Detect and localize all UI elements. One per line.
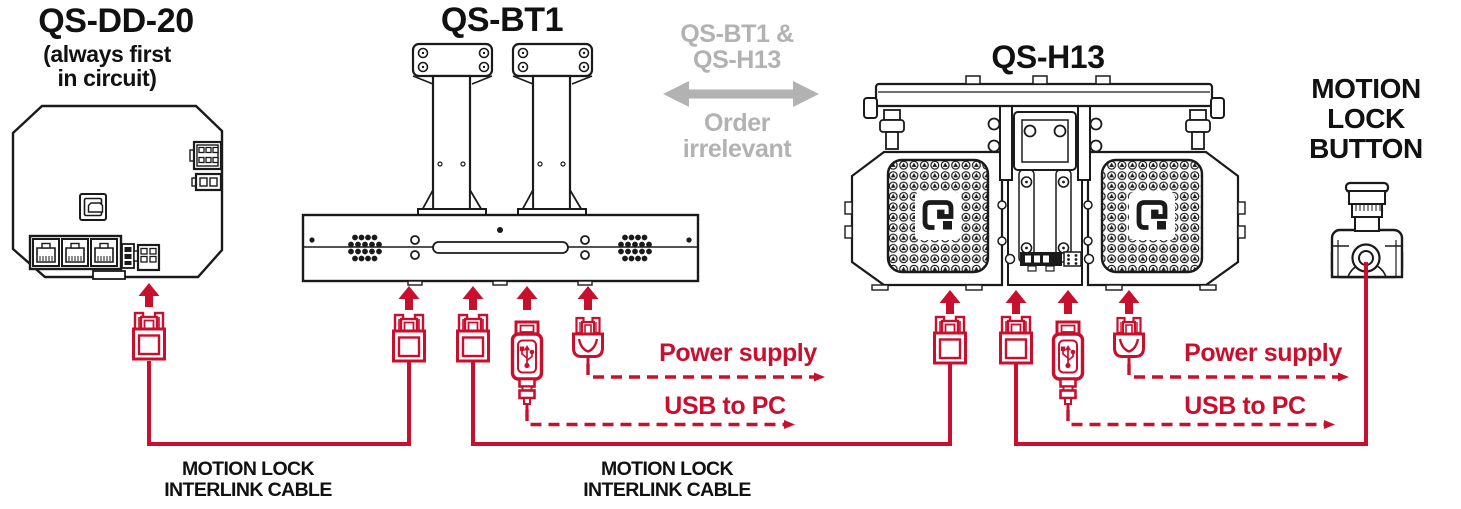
order-irrelevant-double-arrow-icon <box>663 81 819 107</box>
aux-connector <box>121 243 135 269</box>
connection-arrow-icon <box>462 286 484 310</box>
h13-left-grille <box>886 158 990 274</box>
interlink-plug-icon <box>999 315 1033 365</box>
interlink-cable-label-2: MOTION LOCK INTERLINK CABLE <box>517 459 817 500</box>
order-note-devices-line1: QS-BT1 & <box>680 20 794 48</box>
connection-arrow-icon <box>1118 290 1140 314</box>
power-supply-dashed-arrow-2 <box>1127 364 1349 382</box>
motion-lock-button-drawing <box>1330 181 1404 279</box>
qs-h13-device-drawing <box>844 75 1246 291</box>
interlink-plug-icon <box>132 311 166 361</box>
connection-arrow-icon <box>1005 290 1027 314</box>
motion-lock-button-title: MOTION LOCK BUTTON <box>1216 74 1461 164</box>
usb-to-pc-label-2: USB to PC <box>1184 392 1306 420</box>
motion-lock-interlink-cable-1-line <box>147 361 411 446</box>
interlink-plug-icon <box>456 313 490 363</box>
interlink-cable-label-1-line2: INTERLINK CABLE <box>164 478 332 501</box>
rj45-port-row <box>28 234 123 271</box>
qs-dd-20-device-drawing <box>11 104 224 280</box>
usb-to-pc-label-1: USB to PC <box>664 392 786 420</box>
connection-arrows <box>138 283 1140 314</box>
h13-top-bar <box>874 82 1214 108</box>
order-note-line1: Order <box>703 109 771 137</box>
qs-h13-title: QS-H13 <box>991 39 1105 75</box>
bt1-left-pedal-tower <box>411 42 494 218</box>
connection-arrow-icon <box>1057 290 1079 314</box>
qs-dd-20-subtitle: (always first in circuit) <box>0 42 257 90</box>
usb-plug-icon <box>1051 320 1085 420</box>
connector-2pin <box>191 172 223 192</box>
bt1-handle-slot <box>432 241 569 254</box>
mlb-cap <box>1348 190 1386 205</box>
motion-lock-button-title-line1: MOTION <box>1311 73 1421 104</box>
order-note-text: Order irrelevant <box>587 110 887 162</box>
interlink-cable-label-2-line2: INTERLINK CABLE <box>583 478 751 501</box>
order-note-devices: QS-BT1 & QS-H13 <box>587 21 887 73</box>
h13-bottom-ports <box>1004 251 1095 272</box>
connection-arrow-icon <box>577 286 599 310</box>
motion-lock-port <box>133 243 161 272</box>
motion-lock-interlink-cable-2-line <box>471 361 952 446</box>
interlink-cable-label-2-line1: MOTION LOCK <box>600 458 734 480</box>
qs-bt1-device-drawing <box>301 42 700 286</box>
motion-lock-button-title-line3: BUTTON <box>1309 132 1423 164</box>
connection-arrow-icon <box>398 286 420 310</box>
motion-lock-button-title-line2: LOCK <box>1327 102 1405 134</box>
interlink-cable-label-1: MOTION LOCK INTERLINK CABLE <box>98 459 398 500</box>
order-note-devices-line2: QS-H13 <box>693 46 781 74</box>
qs-dd-20-subtitle-line2: in circuit) <box>57 65 157 92</box>
power-connector-6pin <box>189 140 223 171</box>
power-supply-label-2: Power supply <box>1184 339 1342 367</box>
usb-plug-icon <box>510 320 544 420</box>
qs-dd-20-title: QS-DD-20 <box>38 2 194 40</box>
bt1-right-pedal-tower <box>511 42 594 218</box>
connection-arrow-icon <box>939 290 961 314</box>
h13-right-grille <box>1100 158 1204 274</box>
qs-dd-20-subtitle-line1: (always first <box>43 41 171 67</box>
usb-b-port <box>79 193 107 221</box>
order-note-line2: irrelevant <box>682 135 792 163</box>
power-supply-label-1: Power supply <box>659 339 817 367</box>
qs-bt1-title: QS-BT1 <box>440 1 564 39</box>
interlink-plug-icon <box>933 315 967 365</box>
motion-lock-button-cable-line <box>1014 262 1368 446</box>
connection-arrow-icon <box>516 286 538 310</box>
interlink-cable-label-1-line1: MOTION LOCK <box>181 458 315 480</box>
interlink-plug-icon <box>392 313 426 363</box>
power-supply-dashed-arrow-1 <box>586 364 825 382</box>
connection-arrow-icon <box>138 283 160 307</box>
